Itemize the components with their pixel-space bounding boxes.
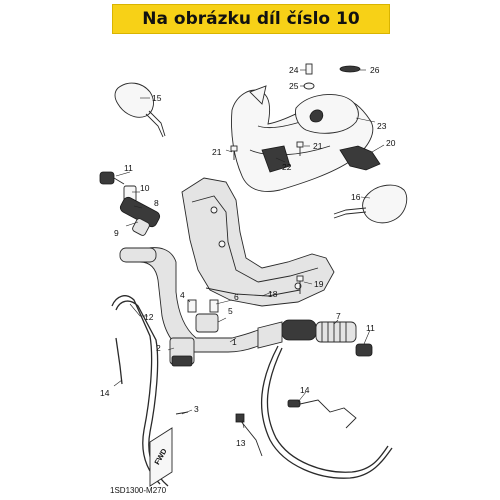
under-cover (181, 177, 335, 307)
callout-11-left: 11 (124, 163, 133, 173)
callout-6: 6 (234, 292, 239, 302)
callout-14: 14 (300, 385, 310, 395)
callout-16: 16 (351, 192, 361, 202)
callout-4: 4 (180, 290, 185, 300)
callout-25: 25 (289, 81, 299, 91)
leader-lines (113, 69, 385, 429)
callout-21-right: 21 (313, 141, 323, 151)
grip-right (315, 321, 373, 357)
callout-labels: 15 11 10 8 9 24 25 26 23 20 21 21 22 16 … (100, 65, 396, 448)
clamps (169, 299, 219, 367)
callout-5: 5 (228, 306, 233, 316)
fwd-indicator: FWD (149, 427, 173, 487)
callout-17: 15 (152, 93, 162, 103)
callout-2: 2 (156, 343, 161, 353)
title-text: Na obrázku díl číslo 10 (142, 9, 360, 29)
callout-8: 8 (154, 198, 159, 208)
cables (111, 295, 393, 487)
fasteners-top (303, 63, 361, 90)
upper-cowl (231, 85, 381, 192)
callout-9: 9 (114, 228, 119, 238)
callout-22: 22 (282, 162, 292, 172)
callout-20: 20 (386, 138, 396, 148)
title-banner: Na obrázku díl číslo 10 (112, 4, 390, 34)
callout-24: 24 (289, 65, 299, 75)
callout-15: 14 (100, 388, 110, 398)
callout-7: 7 (336, 311, 341, 321)
screws (230, 141, 304, 294)
diagram-code: 1SD1300-M270 (110, 486, 167, 495)
callout-21-left: 21 (212, 147, 222, 157)
callout-12: 12 (144, 312, 154, 322)
callout-26: 26 (370, 65, 380, 75)
callout-3: 3 (194, 404, 199, 414)
callout-19: 19 (314, 279, 324, 289)
callout-23: 23 (377, 121, 387, 131)
grip-left (99, 171, 161, 236)
callout-18: 18 (268, 289, 278, 299)
mirror-left (114, 82, 166, 138)
mirror-right (333, 184, 408, 224)
callout-11-right: 11 (366, 323, 375, 333)
callout-10: 10 (140, 183, 150, 193)
callout-13: 13 (236, 438, 246, 448)
callout-1: 1 (232, 337, 237, 347)
handlebar (119, 247, 317, 353)
